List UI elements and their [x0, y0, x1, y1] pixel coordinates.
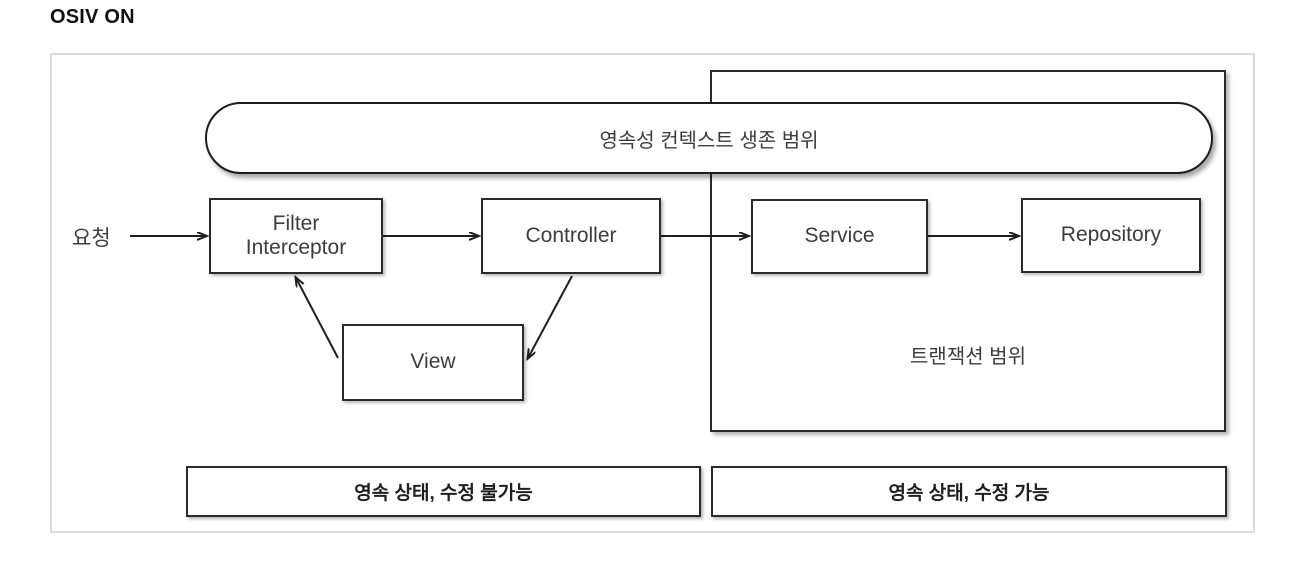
footer-label-right: 영속 상태, 수정 가능: [888, 483, 1050, 504]
footer-label-left: 영속 상태, 수정 불가능: [354, 483, 533, 504]
footer-box-right: 영속 상태, 수정 가능: [711, 466, 1227, 517]
node-filter-interceptor-label: Filter Interceptor: [245, 211, 347, 259]
node-controller[interactable]: Controller: [481, 198, 661, 274]
node-repository-label: Repository: [1060, 223, 1162, 247]
persistence-context-scope-label: 영속성 컨텍스트 생존 범위: [599, 129, 819, 152]
node-repository[interactable]: Repository: [1021, 198, 1201, 273]
node-view-label: View: [410, 350, 456, 374]
node-service-label: Service: [804, 224, 875, 248]
footer-box-left: 영속 상태, 수정 불가능: [186, 466, 701, 517]
persistence-context-scope-capsule: 영속성 컨텍스트 생존 범위: [205, 102, 1213, 174]
node-view[interactable]: View: [342, 324, 524, 401]
node-controller-label: Controller: [525, 223, 617, 247]
request-label: 요청: [72, 227, 111, 250]
node-filter-interceptor[interactable]: Filter Interceptor: [209, 198, 383, 274]
node-service[interactable]: Service: [751, 199, 928, 274]
transaction-scope-label: 트랜잭션 범위: [910, 346, 1026, 368]
page-title: OSIV ON: [50, 6, 135, 28]
